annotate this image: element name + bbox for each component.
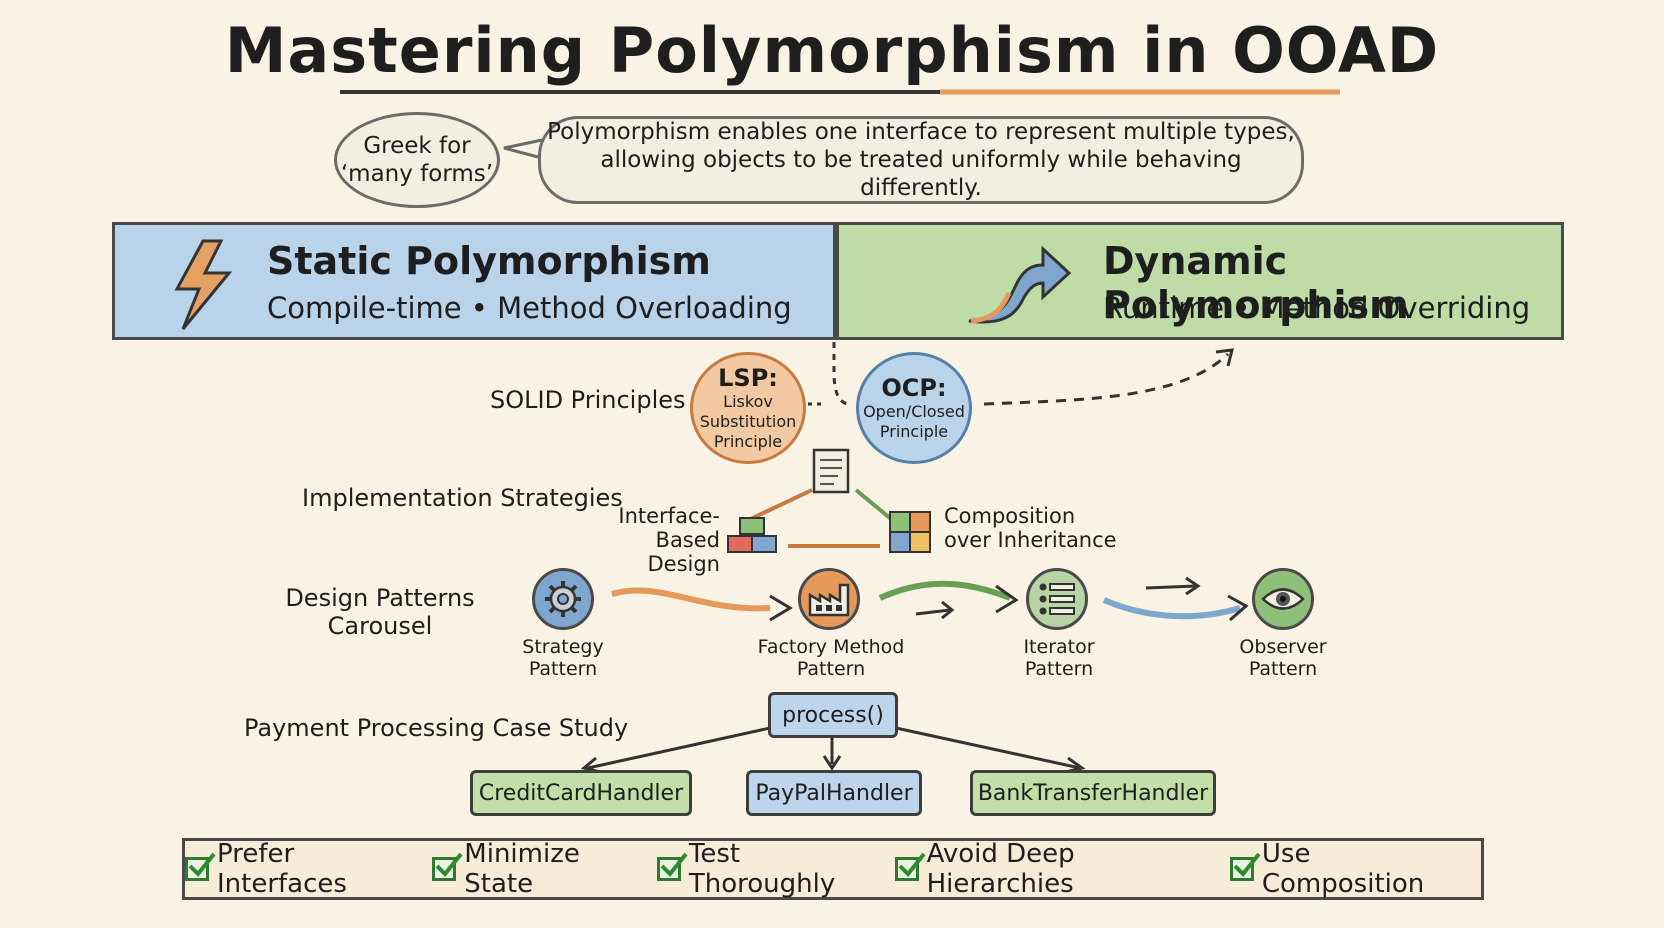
definition-bubble: Polymorphism enables one interface to re… xyxy=(538,116,1304,204)
iterator-pattern-node xyxy=(1026,568,1088,630)
patterns-label: Design Patterns Carousel xyxy=(280,584,480,640)
composition-label: Composition over Inheritance xyxy=(944,504,1117,552)
credit-card-handler: CreditCardHandler xyxy=(470,770,692,816)
checklist-item: Minimize State xyxy=(432,839,657,899)
title-underline xyxy=(340,89,1340,95)
factory-line-2: Pattern xyxy=(796,658,866,680)
composition-line-2: over Inheritance xyxy=(944,528,1117,552)
definition-line-1: Polymorphism enables one interface to re… xyxy=(547,119,1295,145)
list-icon xyxy=(1039,583,1075,615)
eye-icon xyxy=(1261,588,1305,610)
ocp-circle: OCP: Open/Closed Principle xyxy=(856,352,972,464)
observer-line-1: Observer xyxy=(1239,636,1327,658)
process-method-node: process() xyxy=(768,692,898,738)
checkmark-icon xyxy=(1229,852,1261,881)
interface-design-label: Interface- Based Design xyxy=(590,504,720,576)
checklist-label: Use Composition xyxy=(1261,839,1425,899)
ocp-title: OCP: xyxy=(881,374,947,402)
composition-line-1: Composition xyxy=(944,504,1076,528)
lightning-icon xyxy=(174,239,233,330)
ocp-line-2: Principle xyxy=(879,422,949,441)
checkmark-icon xyxy=(185,852,216,881)
factory-line-1: Factory Method xyxy=(757,636,905,658)
factory-icon xyxy=(808,583,850,617)
puzzle-icon xyxy=(889,511,931,553)
strategy-line-2: Pattern xyxy=(528,658,598,680)
greek-bubble: Greek for ‘many forms’ xyxy=(334,112,500,208)
checklist-label: Minimize State xyxy=(464,839,580,899)
lsp-line-3: Principle xyxy=(713,432,783,451)
case-study-label: Payment Processing Case Study xyxy=(244,714,629,742)
static-title: Static Polymorphism xyxy=(267,239,711,283)
factory-pattern-node xyxy=(798,568,860,630)
strategy-line-1: Strategy xyxy=(522,636,604,658)
iterator-line-2: Pattern xyxy=(1024,658,1094,680)
checkmark-icon xyxy=(432,852,463,881)
iterator-pattern-label: Iterator Pattern xyxy=(974,636,1144,680)
strategy-pattern-node xyxy=(532,568,594,630)
iterator-line-1: Iterator xyxy=(1023,636,1095,658)
interface-line-2: Based Design xyxy=(647,528,720,576)
observer-line-2: Pattern xyxy=(1248,658,1318,680)
lsp-line-2: Substitution xyxy=(699,412,797,431)
interface-line-1: Interface- xyxy=(618,504,720,528)
patterns-label-line-2: Carousel xyxy=(327,612,433,640)
observer-pattern-node xyxy=(1252,568,1314,630)
strategies-label: Implementation Strategies xyxy=(302,484,623,512)
blocks-icon xyxy=(727,517,777,553)
dynamic-subtitle: Runtime • Method Overriding xyxy=(1103,291,1531,325)
checklist-label: Avoid Deep Hierarchies xyxy=(926,839,1075,899)
checkmark-icon xyxy=(656,852,688,881)
solid-label: SOLID Principles xyxy=(490,386,686,414)
factory-pattern-label: Factory Method Pattern xyxy=(746,636,916,680)
checklist-label: Test Thoroughly xyxy=(688,839,836,899)
scroll-icon xyxy=(812,448,850,494)
best-practices-checklist: Prefer Interfaces Minimize State Test Th… xyxy=(182,838,1484,900)
checklist-item: Prefer Interfaces xyxy=(185,839,432,899)
ocp-line-1: Open/Closed xyxy=(863,402,965,421)
lsp-title: LSP: xyxy=(718,364,778,392)
patterns-label-line-1: Design Patterns xyxy=(285,584,475,612)
checkmark-icon xyxy=(894,852,926,881)
lsp-circle: LSP: Liskov Substitution Principle xyxy=(690,352,806,464)
dynamic-polymorphism-banner: Dynamic Polymorphism Runtime • Method Ov… xyxy=(836,222,1564,340)
static-polymorphism-banner: Static Polymorphism Compile-time • Metho… xyxy=(112,222,836,340)
checklist-item: Test Thoroughly xyxy=(656,839,895,899)
static-subtitle: Compile-time • Method Overloading xyxy=(267,291,792,325)
checklist-label: Prefer Interfaces xyxy=(217,839,347,899)
greek-line-1: Greek for xyxy=(363,133,471,159)
greek-line-2: ‘many forms’ xyxy=(340,161,494,187)
bank-transfer-handler: BankTransferHandler xyxy=(970,770,1216,816)
gear-icon xyxy=(545,581,581,617)
page-title: Mastering Polymorphism in OOAD xyxy=(224,14,1440,87)
definition-line-2: allowing objects to be treated uniformly… xyxy=(600,147,1242,201)
lsp-line-1: Liskov xyxy=(723,392,773,411)
dynamic-title: Dynamic Polymorphism xyxy=(1103,239,1409,327)
observer-pattern-label: Observer Pattern xyxy=(1198,636,1368,680)
paypal-handler: PayPalHandler xyxy=(746,770,922,816)
strategy-pattern-label: Strategy Pattern xyxy=(478,636,648,680)
curved-arrow-icon xyxy=(968,245,1072,324)
bubble-connector xyxy=(503,138,543,160)
checklist-item: Avoid Deep Hierarchies xyxy=(894,839,1230,899)
checklist-item: Use Composition xyxy=(1229,839,1481,899)
